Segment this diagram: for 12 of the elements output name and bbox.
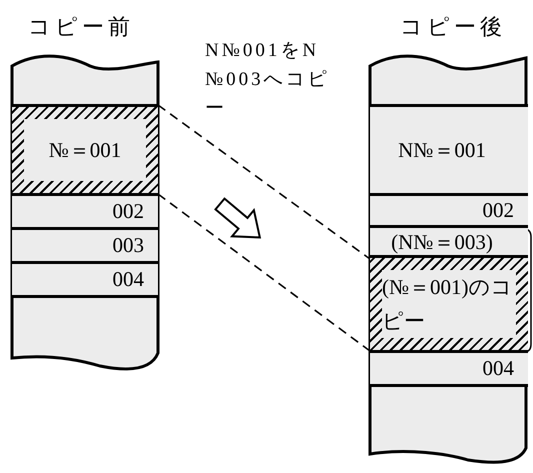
note-text: N№001をN№003へコピー <box>205 39 331 121</box>
column-heading: コピー前 <box>28 13 134 41</box>
column-heading: コピー後 <box>400 13 506 41</box>
memory-cell: N№＝001 <box>370 104 528 196</box>
memory-cell: (N№＝003) <box>370 228 528 258</box>
memory-cell: 004 <box>370 353 528 387</box>
memory-cell: 002 <box>370 196 528 228</box>
dashed-line <box>158 104 370 260</box>
dashed-line <box>158 193 370 352</box>
memory-cell: 004 <box>12 264 158 298</box>
memory-cell: 003 <box>12 230 158 264</box>
memory-cell: 002 <box>12 196 158 230</box>
